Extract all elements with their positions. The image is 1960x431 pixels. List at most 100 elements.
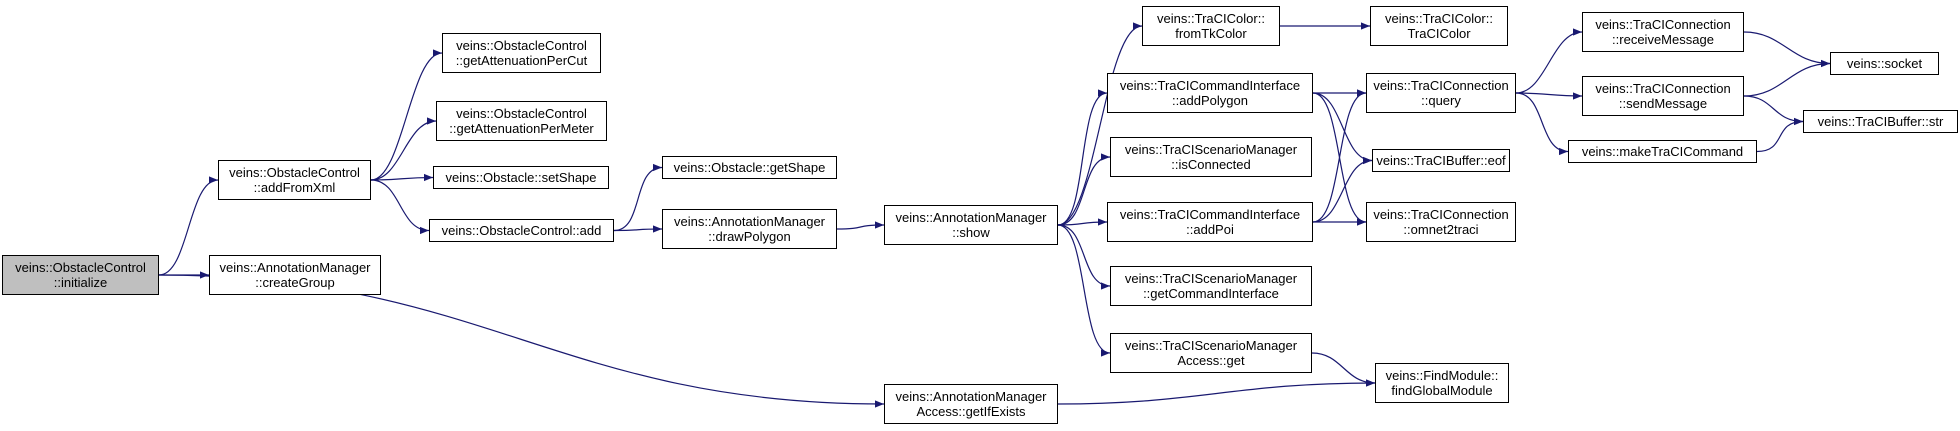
node-label-line: veins::AnnotationManager: [895, 389, 1047, 404]
edge-draw-polygon-to-show: [836, 221, 885, 230]
node-add-from-xml[interactable]: veins::ObstacleControl::addFromXml: [218, 160, 371, 200]
node-label-line: ::sendMessage: [1618, 96, 1708, 111]
node-label-line: veins::TraCIConnection: [1373, 78, 1509, 93]
edge-show-to-is-connected: [1057, 153, 1111, 226]
node-label-line: veins::TraCICommandInterface: [1119, 207, 1301, 222]
edge-send-message-to-str: [1743, 95, 1804, 126]
node-query[interactable]: veins::TraCIConnection::query: [1366, 73, 1516, 113]
node-label-line: veins::FindModule::: [1385, 368, 1499, 383]
node-is-connected[interactable]: veins::TraCIScenarioManager::isConnected: [1110, 137, 1312, 177]
edge-show-to-add-polygon: [1057, 89, 1108, 226]
node-add-poi[interactable]: veins::TraCICommandInterface::addPoi: [1107, 202, 1313, 242]
node-label-line: veins::TraCIScenarioManager: [1124, 142, 1298, 157]
edge-add-poi-to-query: [1312, 89, 1367, 223]
edge-query-to-send-message: [1515, 92, 1583, 100]
node-label-line: veins::makeTraCICommand: [1581, 144, 1744, 159]
node-label-line: ::drawPolygon: [708, 229, 791, 244]
edge-make-tra-cicommand-to-str: [1756, 117, 1804, 153]
node-label-line: veins::TraCIColor::: [1385, 11, 1493, 26]
node-label-line: veins::AnnotationManager: [895, 210, 1047, 225]
node-label-line: ::query: [1421, 93, 1461, 108]
node-eof[interactable]: veins::TraCIBuffer::eof: [1372, 149, 1510, 172]
node-label-line: veins::TraCIConnection: [1373, 207, 1509, 222]
node-make-tra-cicommand[interactable]: veins::makeTraCICommand: [1568, 140, 1757, 163]
node-label-line: ::initialize: [53, 275, 108, 290]
node-get-attn-per-meter[interactable]: veins::ObstacleControl::getAttenuationPe…: [436, 101, 607, 141]
node-label-line: veins::ObstacleControl::add: [441, 223, 602, 238]
node-receive-message[interactable]: veins::TraCIConnection::receiveMessage: [1582, 12, 1744, 52]
edge-show-to-add-poi: [1057, 218, 1108, 226]
edge-show-to-get-command-interface: [1057, 224, 1111, 290]
edge-oc-add-to-draw-polygon: [613, 225, 663, 233]
node-label-line: veins::TraCIBuffer::eof: [1376, 153, 1506, 168]
node-label-line: Access::get: [1177, 353, 1245, 368]
node-label-line: veins::ObstacleControl: [229, 165, 360, 180]
node-initialize: veins::ObstacleControl::initialize: [2, 255, 159, 295]
node-label-line: ::createGroup: [255, 275, 335, 290]
node-label-line: ::getAttenuationPerMeter: [449, 121, 594, 136]
node-label-line: veins::TraCIColor::: [1157, 11, 1265, 26]
node-show[interactable]: veins::AnnotationManager::show: [884, 205, 1058, 245]
edge-initialize-to-add-from-xml: [158, 176, 219, 276]
node-from-tk-color[interactable]: veins::TraCIColor::fromTkColor: [1142, 6, 1280, 46]
node-label-line: veins::TraCIScenarioManager: [1124, 338, 1298, 353]
node-add-polygon[interactable]: veins::TraCICommandInterface::addPolygon: [1107, 73, 1313, 113]
node-label-line: ::getCommandInterface: [1143, 286, 1279, 301]
edge-sm-access-get-to-find-global-module: [1311, 352, 1376, 387]
node-get-attn-per-cut[interactable]: veins::ObstacleControl::getAttenuationPe…: [442, 33, 601, 73]
node-str[interactable]: veins::TraCIBuffer::str: [1803, 110, 1958, 133]
edge-add-poi-to-eof: [1312, 156, 1373, 223]
node-label-line: TraCIColor: [1407, 26, 1471, 41]
node-socket[interactable]: veins::socket: [1830, 52, 1939, 75]
node-label-line: ::receiveMessage: [1612, 32, 1714, 47]
node-label-line: veins::ObstacleControl: [456, 38, 587, 53]
node-label-line: ::isConnected: [1171, 157, 1251, 172]
node-label-line: veins::socket: [1846, 56, 1923, 71]
node-traci-color[interactable]: veins::TraCIColor::TraCIColor: [1370, 6, 1508, 46]
node-oc-add[interactable]: veins::ObstacleControl::add: [429, 219, 614, 242]
node-label-line: ::show: [952, 225, 990, 240]
node-find-global-module[interactable]: veins::FindModule::findGlobalModule: [1375, 363, 1509, 403]
edge-oc-add-to-get-shape: [613, 163, 663, 232]
edge-receive-message-to-socket: [1743, 31, 1831, 68]
node-label-line: ::addFromXml: [253, 180, 336, 195]
node-label-line: Access::getIfExists: [916, 404, 1026, 419]
node-set-shape[interactable]: veins::Obstacle::setShape: [433, 166, 609, 189]
node-label-line: veins::TraCIScenarioManager: [1124, 271, 1298, 286]
node-label-line: veins::AnnotationManager: [219, 260, 371, 275]
edge-add-polygon-to-eof: [1312, 92, 1373, 165]
node-get-shape[interactable]: veins::Obstacle::getShape: [662, 156, 837, 179]
node-label-line: veins::TraCIBuffer::str: [1817, 114, 1944, 129]
node-label-line: veins::ObstacleControl: [15, 260, 146, 275]
edge-query-to-make-tra-cicommand: [1515, 92, 1569, 156]
node-label-line: findGlobalModule: [1391, 383, 1493, 398]
edge-add-from-xml-to-get-attn-per-cut: [370, 49, 443, 181]
node-send-message[interactable]: veins::TraCIConnection::sendMessage: [1582, 76, 1744, 116]
node-create-group[interactable]: veins::AnnotationManager::createGroup: [209, 255, 381, 295]
edge-query-to-receive-message: [1515, 28, 1583, 94]
node-label-line: veins::Obstacle::getShape: [673, 160, 826, 175]
node-label-line: veins::Obstacle::setShape: [445, 170, 597, 185]
node-label-line: fromTkColor: [1175, 26, 1247, 41]
node-draw-polygon[interactable]: veins::AnnotationManager::drawPolygon: [662, 209, 837, 249]
edge-show-to-from-tk-color: [1057, 22, 1143, 226]
edge-add-from-xml-to-set-shape: [370, 173, 434, 182]
node-label-line: veins::TraCIConnection: [1595, 81, 1731, 96]
node-label-line: ::omnet2traci: [1403, 222, 1479, 237]
node-label-line: veins::TraCIConnection: [1595, 17, 1731, 32]
edge-show-to-sm-access-get: [1057, 224, 1111, 357]
node-omnet2traci[interactable]: veins::TraCIConnection::omnet2traci: [1366, 202, 1516, 242]
node-label-line: ::getAttenuationPerCut: [455, 53, 588, 68]
edge-add-from-xml-to-get-attn-per-meter: [370, 117, 437, 181]
node-label-line: ::addPoi: [1186, 222, 1234, 237]
edge-send-message-to-socket: [1743, 59, 1831, 97]
node-get-command-interface[interactable]: veins::TraCIScenarioManager::getCommandI…: [1110, 266, 1312, 306]
node-label-line: ::addPolygon: [1172, 93, 1248, 108]
node-label-line: veins::TraCICommandInterface: [1119, 78, 1301, 93]
node-label-line: veins::ObstacleControl: [456, 106, 587, 121]
edge-add-from-xml-to-oc-add: [370, 179, 430, 235]
node-label-line: veins::AnnotationManager: [673, 214, 826, 229]
